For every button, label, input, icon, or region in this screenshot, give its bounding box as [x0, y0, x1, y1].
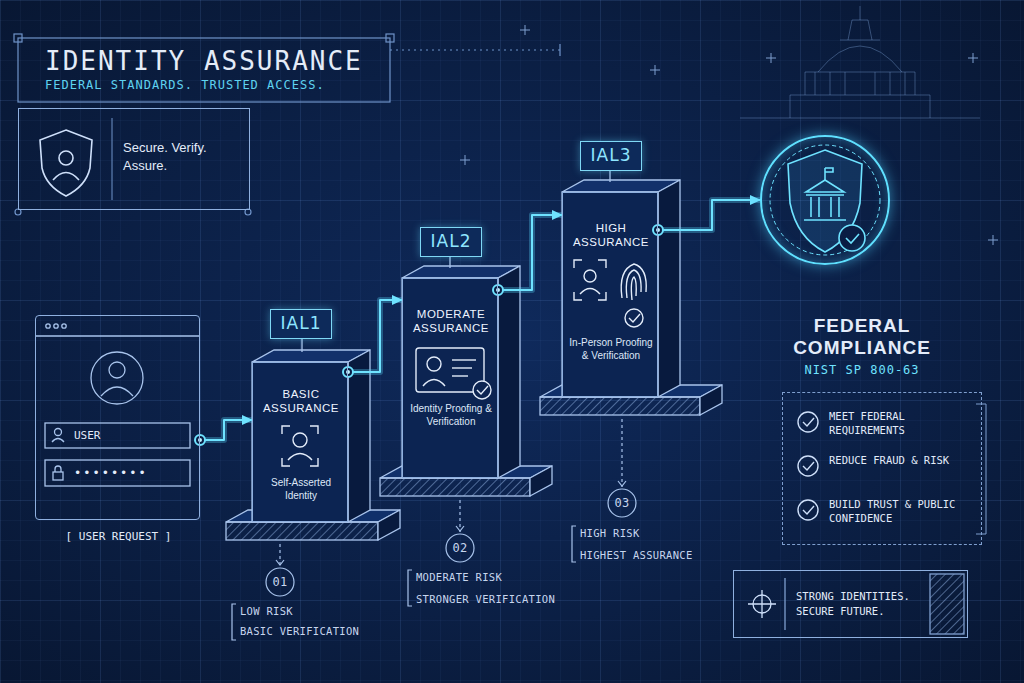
callout-number: 01	[266, 575, 294, 589]
benefit-item: MEET FEDERAL REQUIREMENTS	[829, 409, 975, 437]
risk-label: MODERATE RISK	[416, 570, 596, 584]
verification-label: BASIC VERIFICATION	[240, 624, 410, 638]
risk-label: HIGH RISK	[580, 526, 740, 540]
diagram-title: IDENTITY ASSURANCE	[45, 46, 385, 76]
feature-box: Secure. Verify. Assure.	[18, 108, 250, 210]
risk-label: LOW RISK	[240, 604, 410, 618]
level-heading: MODERATE ASSURANCE	[407, 307, 495, 335]
benefit-item: REDUCE FRAUD & RISK	[829, 453, 975, 467]
password-mask: ••••••••	[74, 466, 189, 480]
level-tag: IAL2	[420, 227, 482, 257]
flow-arrow	[653, 200, 760, 235]
compliance-seal: FEDERAL COMPLIANCENIST SP 800-63	[760, 135, 890, 265]
slogan: STRONG IDENTITIES. SECURE FUTURE.	[796, 589, 928, 619]
level-pillar: IAL1BASIC ASSURANCESelf-Asserted Identit…	[252, 362, 348, 522]
level-tag: IAL1	[270, 309, 332, 339]
level-description: Identity Proofing & Verification	[407, 403, 495, 428]
level-tag: IAL3	[580, 141, 642, 171]
level-description: Self-Asserted Identity	[257, 477, 345, 502]
tagline: Secure. Verify. Assure.	[123, 139, 235, 175]
flow-arrow	[343, 300, 402, 377]
subtitle: FEDERAL STANDARDS. TRUSTED ACCESS.	[45, 78, 385, 92]
callout-number: 03	[608, 496, 636, 510]
field-label: USER	[74, 429, 184, 443]
level-pillar: IAL3HIGH ASSURANCEIn-Person Proofing & V…	[562, 192, 658, 397]
standard-name: NIST SP 800-63	[772, 363, 952, 378]
login-window: USER••••••••[ USER REQUEST ]	[35, 315, 200, 520]
seal-heading: FEDERAL COMPLIANCE	[772, 315, 952, 359]
window-caption: [ USER REQUEST ]	[21, 530, 216, 544]
flow-arrow	[493, 215, 562, 295]
verification-label: HIGHEST ASSURANCE	[580, 548, 740, 562]
benefit-item: BUILD TRUST & PUBLIC CONFIDENCE	[829, 497, 975, 525]
level-pillar: IAL2MODERATE ASSURANCEIdentity Proofing …	[402, 278, 498, 478]
level-heading: HIGH ASSURANCE	[567, 221, 655, 249]
slogan-box: STRONG IDENTITIES. SECURE FUTURE.	[733, 570, 968, 638]
level-heading: BASIC ASSURANCE	[257, 387, 345, 415]
verification-label: STRONGER VERIFICATION	[416, 592, 596, 606]
benefit-list: MEET FEDERAL REQUIREMENTS REDUCE FRAUD & …	[782, 392, 982, 545]
callout-number: 02	[446, 541, 474, 555]
level-description: In-Person Proofing & Verification	[567, 337, 655, 362]
flow-arrow	[195, 420, 252, 445]
